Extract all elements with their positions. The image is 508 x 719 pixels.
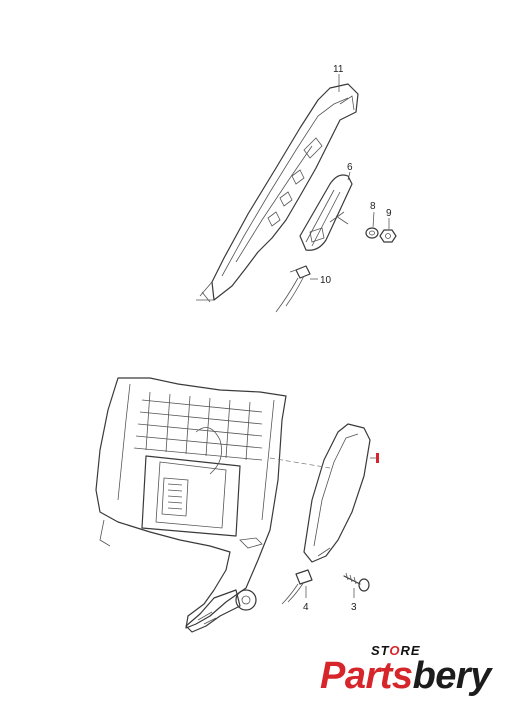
side-trim-panel: [196, 83, 359, 303]
brand-dark-part: bery: [412, 655, 492, 697]
callout-11: 11: [333, 64, 344, 75]
callout-4: 4: [303, 602, 309, 613]
brand-logo: Partsbery: [320, 654, 491, 698]
callout-1-highlight: [376, 453, 379, 463]
callout-3: 3: [351, 602, 357, 613]
washer-part: [365, 227, 379, 239]
callout-10: 10: [320, 275, 332, 286]
store-prefix: ST: [371, 643, 390, 658]
store-o: O: [389, 643, 401, 658]
seat-back-frame: [95, 377, 287, 629]
side-trim-cover: [303, 423, 371, 563]
store-logo-label: STORE: [371, 643, 421, 658]
brand-red-part: Parts: [320, 655, 413, 697]
wiring-connector: [275, 265, 311, 313]
store-suffix: RE: [400, 643, 421, 658]
callout-9: 9: [386, 208, 392, 219]
side-airbag-module: [299, 174, 353, 251]
mounting-screw: [343, 572, 370, 592]
callout-8: 8: [370, 201, 376, 212]
recliner-mechanism: [185, 589, 257, 633]
nut-part: [379, 229, 397, 243]
callout-6: 6: [347, 162, 353, 173]
retaining-clip: [281, 569, 313, 605]
